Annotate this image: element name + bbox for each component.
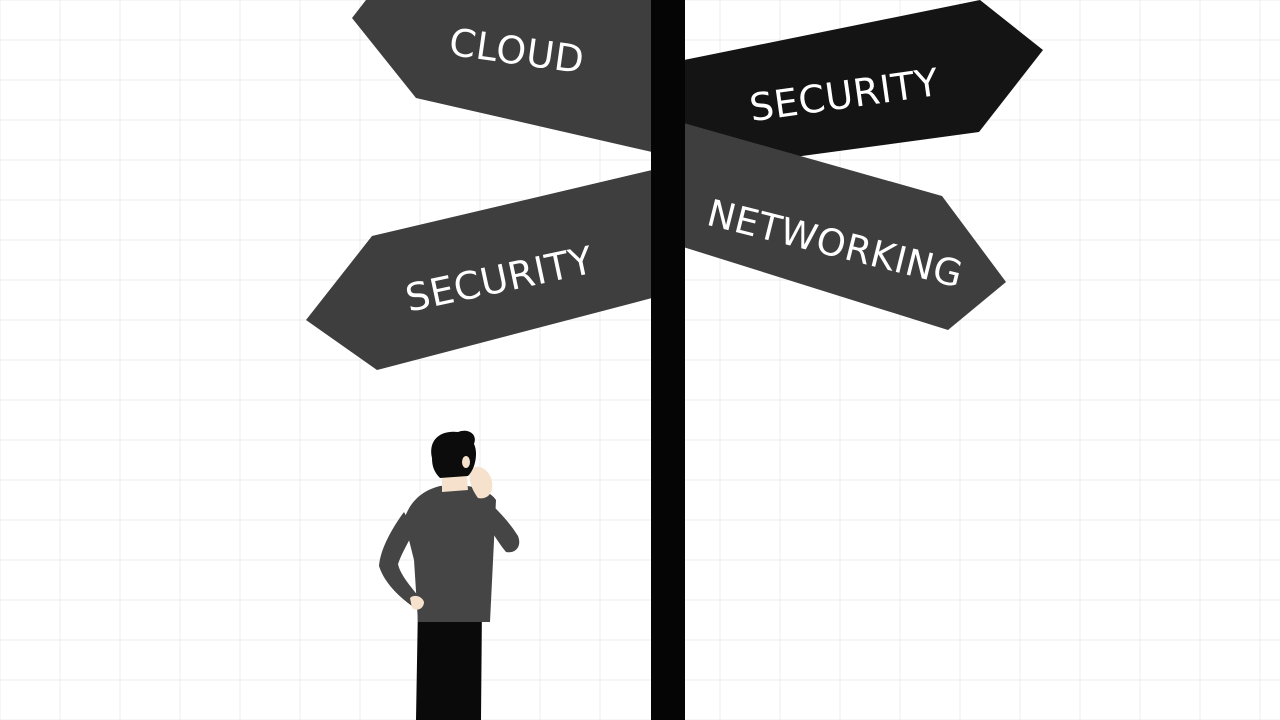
thinking-person-icon — [379, 430, 520, 720]
sign-cloud-board — [352, 0, 652, 152]
person-left-arm — [379, 512, 420, 606]
person-shirt — [404, 484, 496, 622]
sign-networking-board — [680, 122, 1006, 330]
person-right-arm — [478, 494, 520, 553]
sign-security-right: SECURITY — [684, 0, 1043, 172]
sign-security-left: SECURITY — [306, 170, 652, 370]
person-pants — [416, 604, 482, 720]
sign-security-right-board — [684, 0, 1043, 172]
person-left-hand — [410, 595, 424, 610]
person-right-hand — [469, 466, 493, 499]
signpost-pole — [651, 0, 685, 720]
sign-cloud: CLOUD — [352, 0, 652, 152]
sign-networking: NETWORKING — [680, 122, 1006, 330]
person-ear — [462, 456, 470, 468]
sign-security-left-board — [306, 170, 652, 370]
person-hair — [431, 430, 476, 478]
